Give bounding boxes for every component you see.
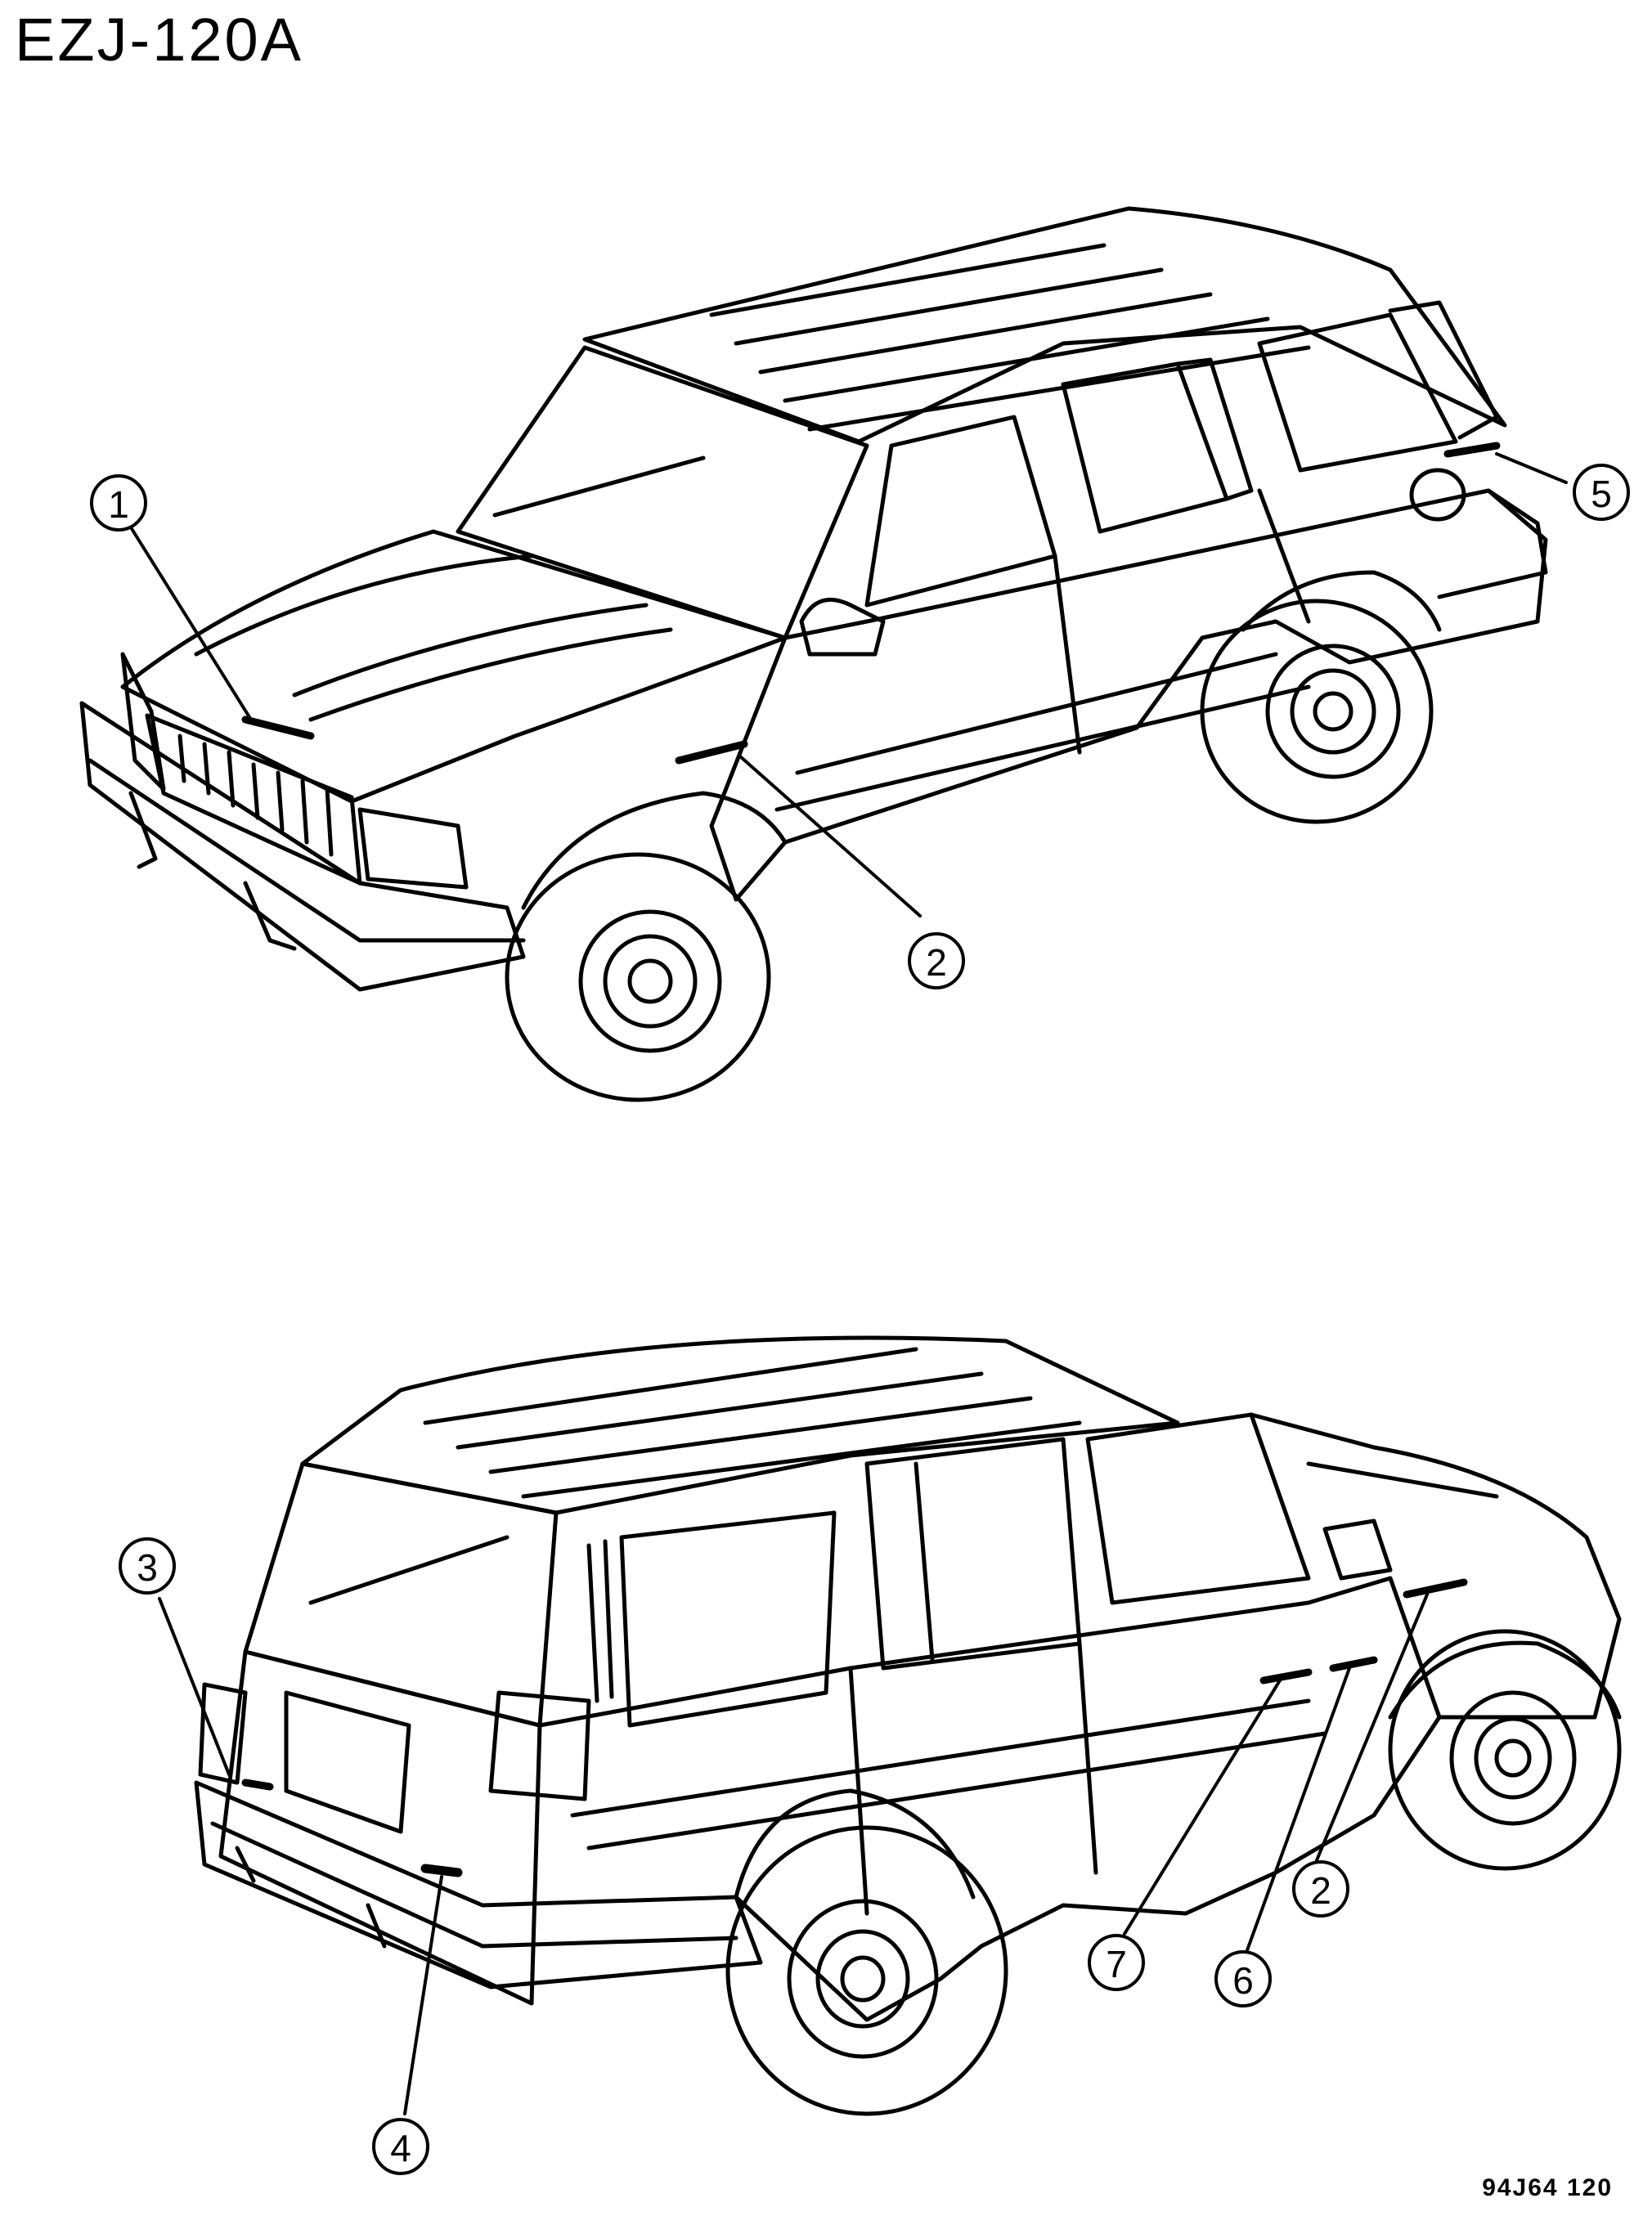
callout-4-circle	[372, 2118, 429, 2175]
callout-1-circle	[90, 474, 147, 532]
callout-6-circle	[1214, 1950, 1272, 2007]
callouts	[90, 452, 1630, 2175]
callout-3-circle	[119, 1537, 176, 1595]
callout-5-circle	[1573, 464, 1630, 521]
leader-2a	[738, 755, 922, 917]
callout-7-circle	[1088, 1934, 1145, 1991]
callout-2a-circle	[908, 932, 965, 989]
callout-7: 7	[1106, 1943, 1127, 1985]
leader-5	[1495, 452, 1568, 484]
callout-3: 3	[137, 1546, 158, 1589]
callout-5: 5	[1591, 473, 1612, 515]
callout-4: 4	[390, 2127, 411, 2169]
callout-numbers: 1 2 5 3 4 7 6 2	[108, 473, 1612, 2169]
leader-1	[129, 526, 255, 725]
diagram-reference: 94J64 120	[1482, 2174, 1613, 2201]
leader-7	[1123, 1679, 1282, 1936]
callout-6: 6	[1232, 1959, 1254, 2002]
callout-2a: 2	[926, 941, 947, 984]
diagram-code: EZJ-120A	[15, 6, 304, 74]
leader-3	[158, 1597, 231, 1776]
callout-1: 1	[108, 483, 129, 526]
callout-2b: 2	[1310, 1869, 1331, 1912]
callout-2b-circle	[1292, 1860, 1349, 1918]
leader-4	[403, 1875, 443, 2115]
leader-2b	[1315, 1593, 1429, 1862]
vehicle-front-view	[79, 206, 1548, 1102]
vehicle-rear-view	[194, 1335, 1622, 2116]
leader-6	[1246, 1667, 1351, 1952]
